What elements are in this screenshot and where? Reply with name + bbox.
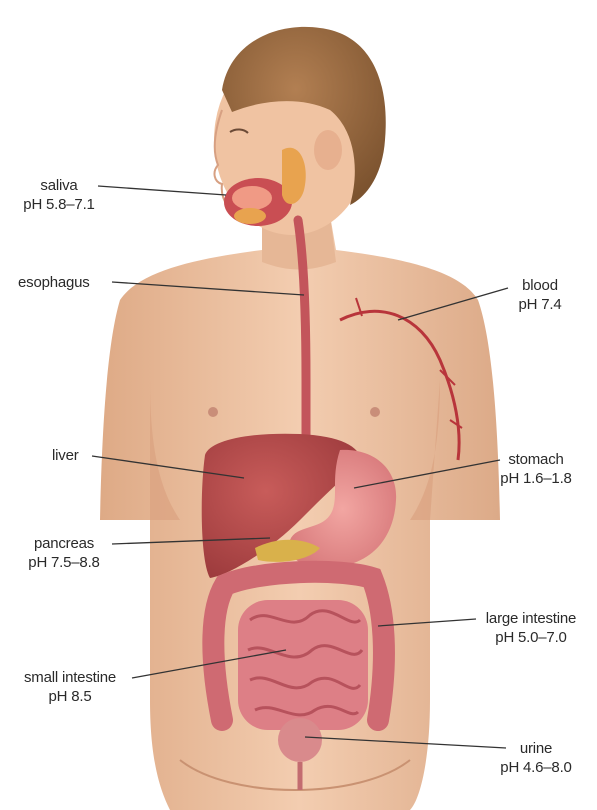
label-urine-ph: pH 4.6–8.0 <box>488 758 584 777</box>
label-large-intestine: large intestine pH 5.0–7.0 <box>472 609 590 647</box>
label-stomach-ph: pH 1.6–1.8 <box>488 469 584 488</box>
label-pancreas-ph: pH 7.5–8.8 <box>16 553 112 572</box>
label-saliva-name: saliva <box>14 176 104 195</box>
label-small-intestine: small intestine pH 8.5 <box>8 668 132 706</box>
bladder <box>278 718 322 762</box>
label-large-intestine-ph: pH 5.0–7.0 <box>472 628 590 647</box>
nipple-right <box>370 407 380 417</box>
label-esophagus: esophagus <box>18 273 90 292</box>
label-stomach-name: stomach <box>488 450 584 469</box>
label-blood: blood pH 7.4 <box>500 276 580 314</box>
label-blood-name: blood <box>500 276 580 295</box>
label-pancreas: pancreas pH 7.5–8.8 <box>16 534 112 572</box>
label-urine: urine pH 4.6–8.0 <box>488 739 584 777</box>
small-intestine <box>238 600 368 730</box>
label-stomach: stomach pH 1.6–1.8 <box>488 450 584 488</box>
leader-saliva <box>98 186 226 195</box>
label-blood-ph: pH 7.4 <box>500 295 580 314</box>
label-liver-name: liver <box>52 446 79 465</box>
label-small-intestine-ph: pH 8.5 <box>8 687 132 706</box>
nipple-left <box>208 407 218 417</box>
label-saliva-ph: pH 5.8–7.1 <box>14 195 104 214</box>
label-esophagus-name: esophagus <box>18 273 90 292</box>
label-small-intestine-name: small intestine <box>8 668 132 687</box>
label-saliva: saliva pH 5.8–7.1 <box>14 176 104 214</box>
label-urine-name: urine <box>488 739 584 758</box>
label-liver: liver <box>52 446 79 465</box>
label-pancreas-name: pancreas <box>16 534 112 553</box>
label-large-intestine-name: large intestine <box>472 609 590 628</box>
